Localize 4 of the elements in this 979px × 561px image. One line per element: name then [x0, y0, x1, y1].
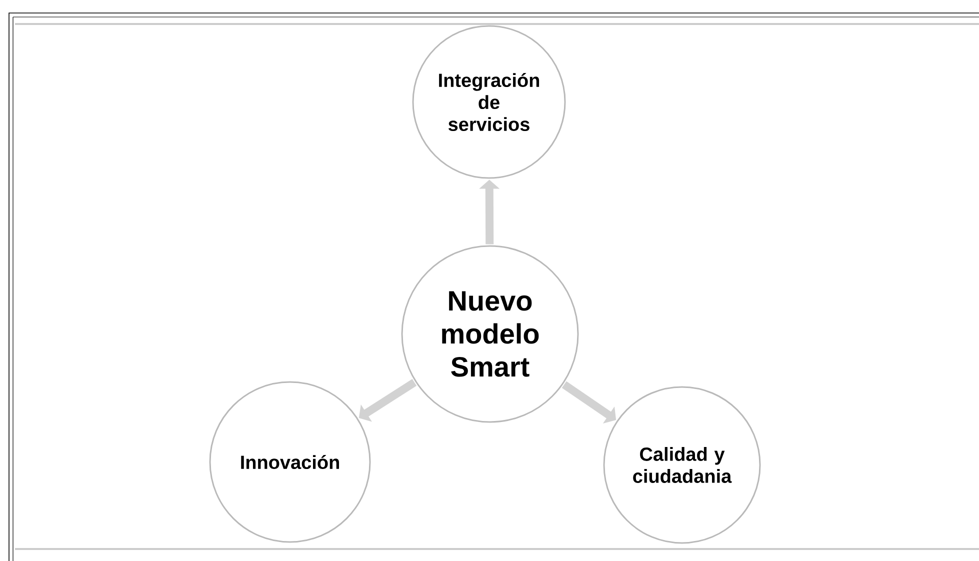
circle-node: Innovación — [209, 381, 371, 543]
circle-node: Integración de servicios — [412, 25, 566, 179]
circle-node: Calidad y ciudadania — [603, 386, 761, 544]
circle-node: Nuevo modelo Smart — [401, 245, 579, 423]
